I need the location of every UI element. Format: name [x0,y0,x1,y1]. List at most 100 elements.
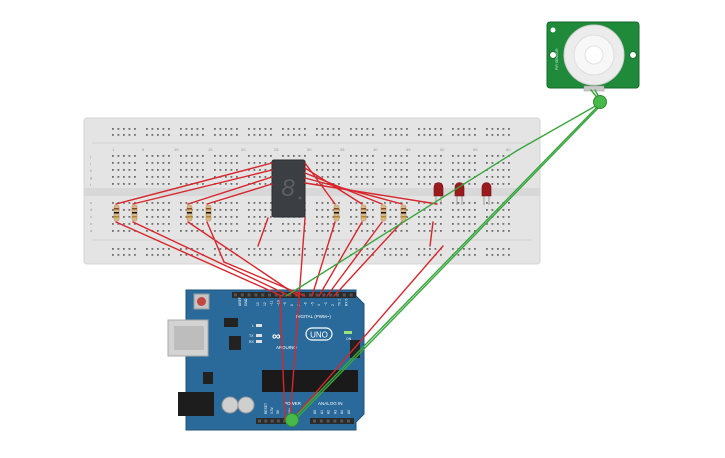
seven-segment-display[interactable]: 8 [271,159,306,218]
resistor[interactable] [360,204,367,222]
header-pin [270,419,274,423]
wire-red[interactable] [206,221,225,263]
wire-red[interactable] [115,221,283,297]
breadboard-hole [180,134,182,136]
wire-red[interactable] [132,221,291,297]
v5-label: 5V [276,409,280,414]
icsp-header-right [350,340,360,358]
breadboard-hole [474,128,476,130]
breadboard-hole [457,169,460,171]
resistor[interactable] [205,204,212,222]
breadboard-hole [248,216,250,218]
breadboard-hole [248,202,250,204]
wire-red[interactable] [206,183,273,205]
breadboard-hole [316,248,318,250]
breadboard-hole [452,216,454,218]
breadboard-hole [502,216,505,218]
breadboard-hole [146,202,148,204]
resistor[interactable] [333,204,340,222]
wire-red[interactable] [132,169,273,205]
breadboard-hole [474,162,476,164]
breadboard-hole [468,169,471,171]
reset-button-cap[interactable] [197,297,206,306]
wire-red[interactable] [223,261,306,297]
breadboard-hole [321,216,324,218]
wire-red[interactable] [291,245,444,421]
led-red[interactable] [433,182,444,206]
wire-red[interactable] [304,182,438,205]
breadboard-hole [162,248,165,250]
breadboard-hole [366,162,369,164]
breadboard-hole [463,223,465,225]
breadboard-hole [372,134,374,136]
wire-green[interactable] [285,149,519,297]
breadboard-hole [298,155,301,157]
breadboard-hole [406,216,408,218]
wire-red[interactable] [326,221,383,297]
resistor[interactable] [113,204,120,222]
wire-red[interactable] [318,221,363,297]
breadboard-hole [321,155,324,157]
wire-junction[interactable] [593,95,607,109]
resistor[interactable] [186,204,193,222]
breadboard-hole [112,209,114,211]
breadboard-hole [457,155,460,157]
breadboard-hole [202,216,204,218]
resistor[interactable] [400,204,407,222]
wire-junction[interactable] [285,413,299,427]
resistor[interactable] [131,204,138,222]
breadboard-hole [338,128,340,130]
breadboard-hole [230,183,233,185]
pir-sensor[interactable]: PIR SENSOR [546,21,640,92]
wire-red[interactable] [429,221,434,247]
v33-label: 3.3V [270,406,274,414]
breadboard-hole [384,223,386,225]
wire-green[interactable] [291,103,601,421]
breadboard-hole [423,230,426,232]
breadboard-hole [468,209,471,211]
breadboard-hole [270,209,272,211]
wire-green[interactable] [517,103,600,151]
wire-red[interactable] [187,221,299,297]
wire-red[interactable] [311,221,336,297]
aref-label: AREF [238,297,242,306]
breadboard-hole [321,230,324,232]
breadboard-hole [134,128,136,130]
breadboard-hole [259,176,261,178]
breadboard-hole [434,209,437,211]
wire-red[interactable] [333,221,403,297]
breadboard-hole [502,230,505,232]
breadboard-hole [202,183,204,185]
breadboard-hole [128,162,131,164]
breadboard-hole [157,248,159,250]
wire-red[interactable] [187,176,273,205]
breadboard-hole [491,248,494,250]
wire-red[interactable] [304,162,336,205]
wire-red[interactable] [279,295,286,421]
breadboard-hole [157,254,159,256]
breadboard-hole [321,209,324,211]
breadboard-hole [395,176,397,178]
breadboard-hole [162,254,165,256]
wire-green[interactable] [294,103,603,421]
breadboard-hole [236,169,238,171]
breadboard-hole [151,155,154,157]
breadboard-hole [468,134,471,136]
breadboard-hole [321,254,324,256]
led-red[interactable] [481,182,492,206]
breadboard-hole [253,209,256,211]
breadboard-hole [202,162,204,164]
breadboard-hole [491,209,494,211]
breadboard-hole [463,176,465,178]
breadboard-hole [293,230,295,232]
wire-red[interactable] [115,162,273,205]
breadboard[interactable]: 1 5 10 15 20 25 30 35 40 45 50 55 60 j i… [83,117,541,265]
resistor[interactable] [380,204,387,222]
header-pin [313,419,316,423]
wire-red[interactable] [257,217,269,247]
breadboard-hole [117,223,120,225]
breadboard-hole [259,230,261,232]
wire-red[interactable] [289,217,306,421]
